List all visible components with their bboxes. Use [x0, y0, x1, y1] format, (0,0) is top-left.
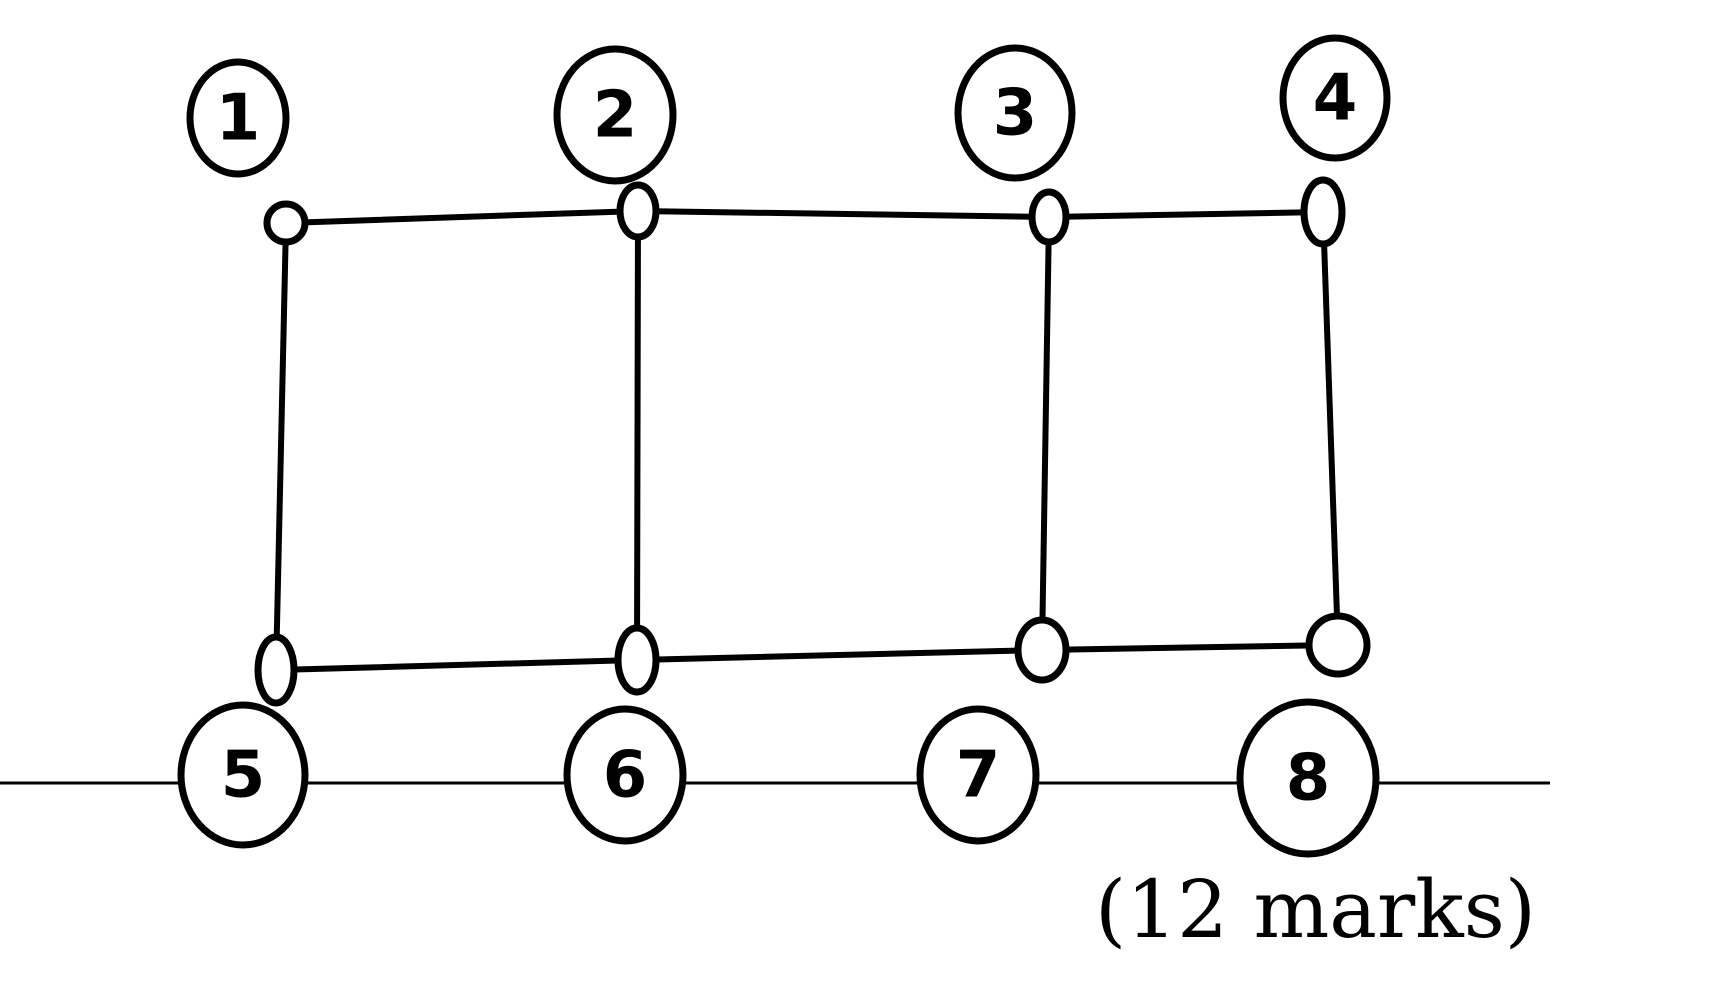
node-label-circle-7	[916, 705, 1040, 845]
node-7	[1014, 616, 1070, 684]
node-label-circle-1	[186, 58, 290, 178]
node-label-circle-8	[1236, 698, 1380, 858]
node-label-4: 4	[1279, 34, 1391, 162]
node-label-text-1: 1	[216, 82, 261, 156]
node-label-circle-6	[563, 705, 687, 845]
node-label-text-8: 8	[1286, 742, 1331, 816]
node-label-2: 2	[553, 45, 677, 185]
node-6	[614, 624, 660, 696]
node-label-circle-5	[177, 701, 309, 849]
node-label-6: 6	[563, 705, 687, 845]
edge-2-6	[634, 208, 641, 663]
node-5	[254, 633, 298, 707]
node-label-1: 1	[186, 58, 290, 178]
node-label-circle-2	[553, 45, 677, 185]
nodes-layer	[254, 176, 1371, 707]
edge-5-6	[273, 657, 640, 673]
node-label-text-6: 6	[603, 739, 648, 813]
node-4	[1300, 176, 1346, 248]
edge-2-3	[635, 208, 1052, 220]
marks-label: (12 marks)	[1095, 863, 1536, 956]
edge-6-7	[634, 647, 1045, 663]
edges-layer	[273, 208, 1341, 673]
edge-3-4	[1046, 209, 1326, 220]
node-3	[1028, 188, 1070, 246]
node-label-text-5: 5	[221, 739, 266, 813]
node-label-text-3: 3	[993, 77, 1038, 151]
node-label-text-7: 7	[956, 739, 1001, 813]
node-1	[263, 200, 309, 246]
node-label-circle-4	[1279, 34, 1391, 162]
labels-layer: 1 2 3 4 5 6 7 8	[177, 34, 1391, 858]
node-2	[616, 181, 660, 241]
edge-1-2	[283, 208, 641, 226]
edge-1-5	[273, 220, 289, 673]
edge-3-7	[1039, 214, 1052, 653]
node-label-5: 5	[177, 701, 309, 849]
edge-7-8	[1039, 642, 1341, 653]
node-label-circle-3	[954, 44, 1076, 182]
node-label-8: 8	[1236, 698, 1380, 858]
edge-4-8	[1320, 209, 1341, 648]
node-label-7: 7	[916, 705, 1040, 845]
node-8	[1305, 612, 1371, 678]
node-label-text-2: 2	[593, 79, 638, 153]
node-label-3: 3	[954, 44, 1076, 182]
node-label-text-4: 4	[1313, 62, 1358, 136]
